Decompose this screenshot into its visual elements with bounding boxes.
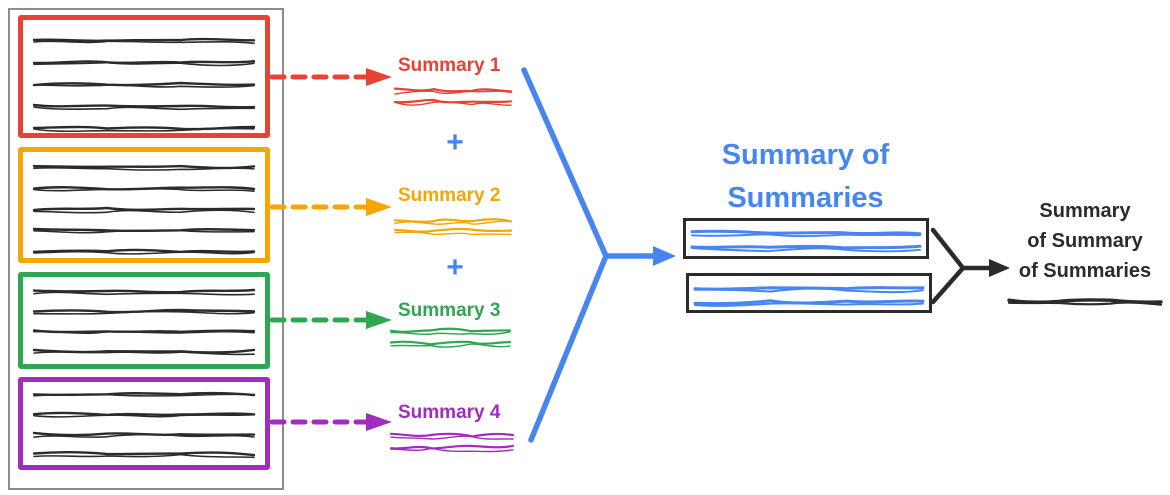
document-4-box xyxy=(18,377,270,470)
final-summary-label-line3: of Summaries xyxy=(1018,260,1152,282)
arrow-doc2-to-summary2-icon xyxy=(270,198,392,216)
summary-of-summaries-scribble-1 xyxy=(690,229,922,253)
document-3-text-scribble xyxy=(32,288,256,356)
summary-2-scribble xyxy=(393,218,513,236)
arrow-doc3-to-summary3-icon xyxy=(270,311,392,329)
final-summary-label-line2: of Summary xyxy=(1027,230,1143,252)
document-1-box xyxy=(18,15,270,138)
summary-of-summaries-title-line2: Summaries xyxy=(727,182,884,214)
plus-operator-2: + xyxy=(446,251,464,284)
summary-4-label: Summary 4 xyxy=(398,402,501,423)
final-summary-label: Summary of Summary of Summaries xyxy=(1002,196,1168,286)
document-2-box xyxy=(18,147,270,263)
document-3-box xyxy=(18,272,270,369)
document-2-text-scribble xyxy=(32,164,256,255)
summary-1-scribble xyxy=(393,87,513,106)
arrow-doc4-to-summary4-icon xyxy=(270,413,392,431)
summary-4-scribble xyxy=(389,432,515,453)
merge-arrow-icon xyxy=(521,67,676,443)
summary-3-scribble xyxy=(389,327,512,348)
summary-of-summaries-title: Summary of Summaries xyxy=(683,134,928,220)
plus-operator-1: + xyxy=(446,126,464,159)
summary-1-label: Summary 1 xyxy=(398,55,501,76)
arrow-doc1-to-summary1-icon xyxy=(270,68,392,86)
final-summary-label-line1: Summary xyxy=(1039,200,1131,222)
final-merge-arrow-icon xyxy=(930,227,1010,305)
summary-of-summaries-title-line1: Summary of xyxy=(721,139,890,171)
summary-2-label: Summary 2 xyxy=(398,185,501,206)
document-4-text-scribble xyxy=(32,391,256,459)
summary-of-summaries-box-1 xyxy=(683,218,929,259)
final-summary-scribble xyxy=(1007,298,1163,306)
document-1-text-scribble xyxy=(32,37,256,133)
summary-of-summaries-scribble-2 xyxy=(693,286,925,307)
summary-3-label: Summary 3 xyxy=(398,300,501,321)
summary-of-summaries-box-2 xyxy=(686,273,932,313)
